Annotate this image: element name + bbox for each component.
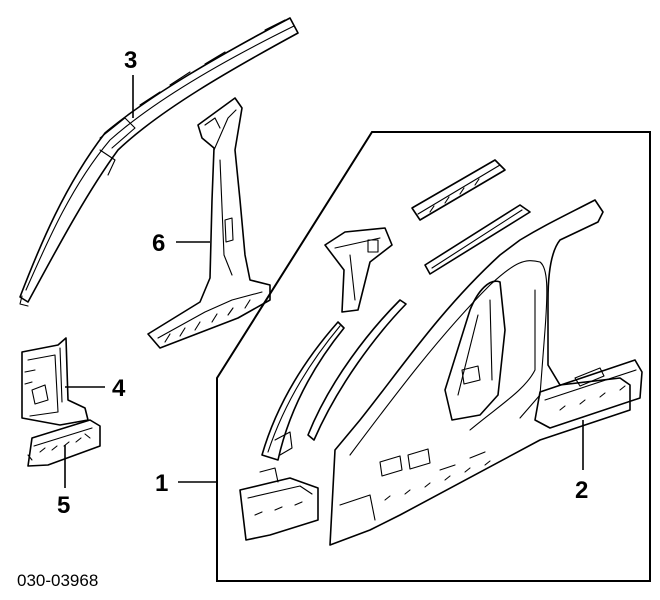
callout-2: 2 xyxy=(575,477,588,504)
part-1-rail-strip[interactable] xyxy=(424,204,531,275)
part-1-side-panel[interactable] xyxy=(329,199,631,546)
part-1-inner-pillar[interactable] xyxy=(444,280,506,421)
assembly-frame xyxy=(216,131,651,582)
part-1-pillar-reinforcement[interactable] xyxy=(261,321,345,461)
callout-1: 1 xyxy=(155,470,168,497)
part-4-bracket[interactable] xyxy=(21,337,89,426)
callout-4: 4 xyxy=(112,375,126,402)
callout-6: 6 xyxy=(152,230,165,257)
part-2-sill-panel[interactable] xyxy=(534,359,643,429)
part-1-upper-bracket[interactable] xyxy=(324,227,393,313)
callout-3: 3 xyxy=(124,47,137,74)
callout-5: 5 xyxy=(57,492,70,519)
part-1-upper-rail[interactable] xyxy=(411,159,506,221)
part-1-thin-strip[interactable] xyxy=(307,299,407,441)
part-3-roof-rail[interactable] xyxy=(19,17,299,307)
part-5-reinforcement[interactable] xyxy=(27,419,101,467)
diagram-code: 030-03968 xyxy=(17,571,98,590)
part-1-lower-bracket[interactable] xyxy=(239,467,319,541)
part-6-center-pillar[interactable] xyxy=(147,97,271,349)
